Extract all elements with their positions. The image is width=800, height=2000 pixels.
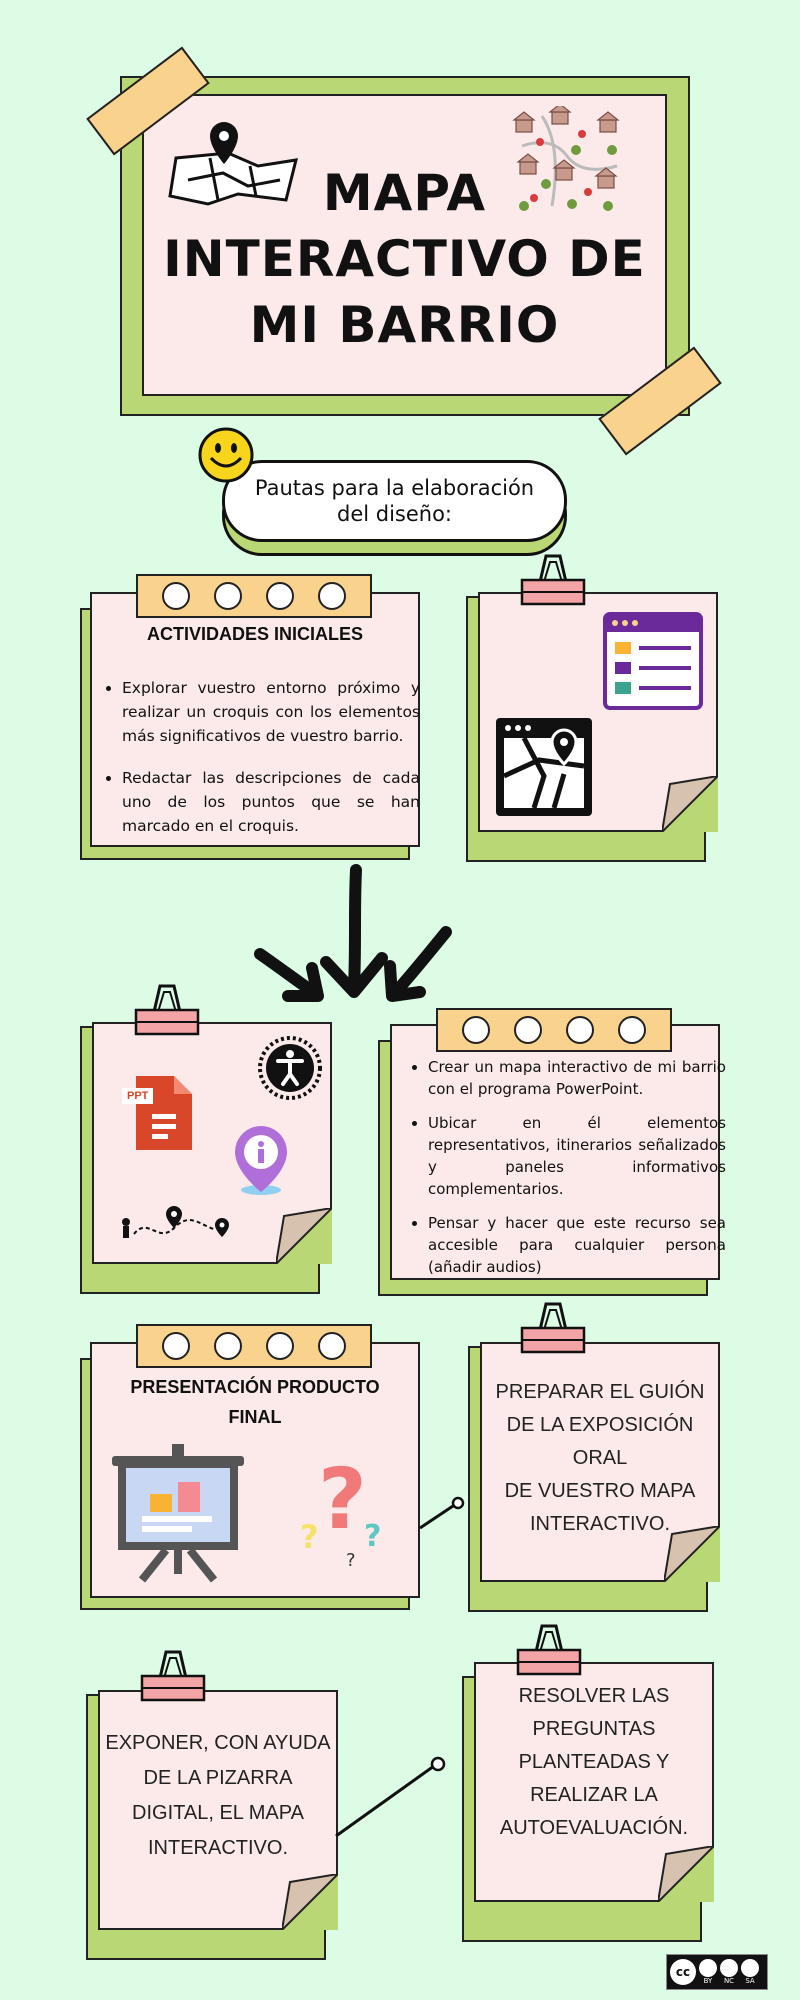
heart-icon [266,582,294,610]
svg-text:?: ? [346,1550,356,1571]
route-path-icon [122,1206,229,1238]
subtitle-line-1: Pautas para la elaboración [254,476,535,500]
heart-icon [566,1016,594,1044]
resolve-line: PREGUNTAS [532,1718,656,1740]
smiley-icon [198,427,254,483]
checklist-window-icon [603,612,703,710]
subtitle-pill: Pautas para la elaboración del diseño: [222,460,567,542]
expose-line: EXPONER, CON AYUDA [105,1732,331,1754]
presentation-heading-line-1: PRESENTACIÓN PRODUCTO [130,1377,380,1397]
presentation-heading: PRESENTACIÓN PRODUCTO FINAL [90,1372,420,1432]
ppt-badge: PPT [122,1088,154,1104]
binder-clip-icon [140,1650,206,1702]
expose-line: DE LA PIZARRA [143,1767,293,1789]
cc-license-badge[interactable]: cc BY NC SA [666,1954,768,1990]
by-icon [699,1959,717,1977]
resolve-text: RESOLVER LAS PREGUNTAS PLANTEADAS Y REAL… [474,1680,714,1845]
design-list: Crear un mapa interactivo de mi barrio c… [406,1056,726,1278]
page-fold [282,1874,338,1930]
expose-line: INTERACTIVO. [147,1837,288,1859]
resolve-line: AUTOEVALUACIÓN. [499,1817,689,1839]
presentation-hearts-tape [136,1324,372,1368]
question-marks-icon: ? ? ? ? [300,1450,381,1571]
svg-text:?: ? [300,1518,319,1556]
resolve-line: PLANTEADAS Y [518,1751,670,1773]
page-fold [664,1526,720,1582]
license-by: BY [699,1959,717,1985]
accessibility-icon [258,1036,322,1100]
heart-icon [318,582,346,610]
subtitle-line-2: del diseño: [336,502,453,526]
heart-icon [266,1332,294,1360]
by-label: BY [703,1977,713,1985]
resolve-line: RESOLVER LAS [518,1685,670,1707]
connector-line [419,1496,465,1530]
down-arrows-icon [254,864,452,1002]
initial-heading: ACTIVIDADES INICIALES [146,624,364,644]
heart-icon [214,582,242,610]
expose-text: EXPONER, CON AYUDA DE LA PIZARRA DIGITAL… [98,1726,338,1866]
list-item: Crear un mapa interactivo de mi barrio c… [428,1056,726,1100]
initial-list: Explorar vuestro entorno próximo y reali… [100,676,420,856]
sa-icon [741,1959,759,1977]
binder-clip-icon [134,984,200,1036]
sa-label: SA [745,1977,755,1985]
design-hearts-tape [436,1008,672,1052]
title-line-1: MAPA [322,164,487,222]
map-window-icon [496,718,592,816]
ppt-file-icon: PPT [122,1074,194,1152]
connector-line [335,1756,446,1838]
page-title: MAPA INTERACTIVO DE MI BARRIO [142,160,667,358]
svg-text:?: ? [364,1519,381,1554]
list-item: Pensar y hacer que este recurso sea acce… [428,1212,726,1278]
resolve-line: REALIZAR LA [530,1784,658,1806]
binder-clip-icon [516,1624,582,1676]
page-fold [276,1208,332,1264]
nc-icon [720,1959,738,1977]
heart-icon [214,1332,242,1360]
list-item: Ubicar en él elementos representativos, … [428,1112,726,1200]
title-line-3: MI BARRIO [249,296,560,354]
design-card [390,1024,720,1280]
heart-icon [618,1016,646,1044]
prepare-line: DE LA EXPOSICIÓN ORAL [506,1414,694,1469]
binder-clip-icon [520,554,586,606]
initial-card [90,592,420,847]
map-pin-icon [168,122,299,206]
village-illustration-icon [512,106,620,211]
binder-clip-icon [520,1302,586,1354]
svg-text:?: ? [318,1450,367,1548]
info-pin-icon [235,1126,287,1195]
expose-line: DIGITAL, EL MAPA [132,1802,304,1824]
presentation-board-icon [112,1444,244,1583]
nc-label: NC [723,1977,735,1985]
cc-icon: cc [670,1959,696,1985]
initial-hearts-tape [136,574,372,618]
page-fold [658,1846,714,1902]
heart-icon [162,582,190,610]
license-sa: SA [741,1959,759,1985]
list-item: Redactar las descripciones de cada uno d… [122,766,420,838]
page-fold [662,776,718,832]
heart-icon [162,1332,190,1360]
license-nc: NC [720,1959,738,1985]
prepare-line: PREPARAR EL GUIÓN [495,1381,705,1403]
title-line-2: INTERACTIVO DE [163,230,646,288]
heart-icon [318,1332,346,1360]
prepare-line: DE VUESTRO MAPA [504,1480,696,1502]
heart-icon [462,1016,490,1044]
prepare-text: PREPARAR EL GUIÓN DE LA EXPOSICIÓN ORAL … [480,1376,720,1541]
prepare-line: INTERACTIVO. [529,1513,670,1535]
presentation-heading-line-2: FINAL [228,1407,282,1427]
heart-icon [514,1016,542,1044]
list-item: Explorar vuestro entorno próximo y reali… [122,676,420,748]
